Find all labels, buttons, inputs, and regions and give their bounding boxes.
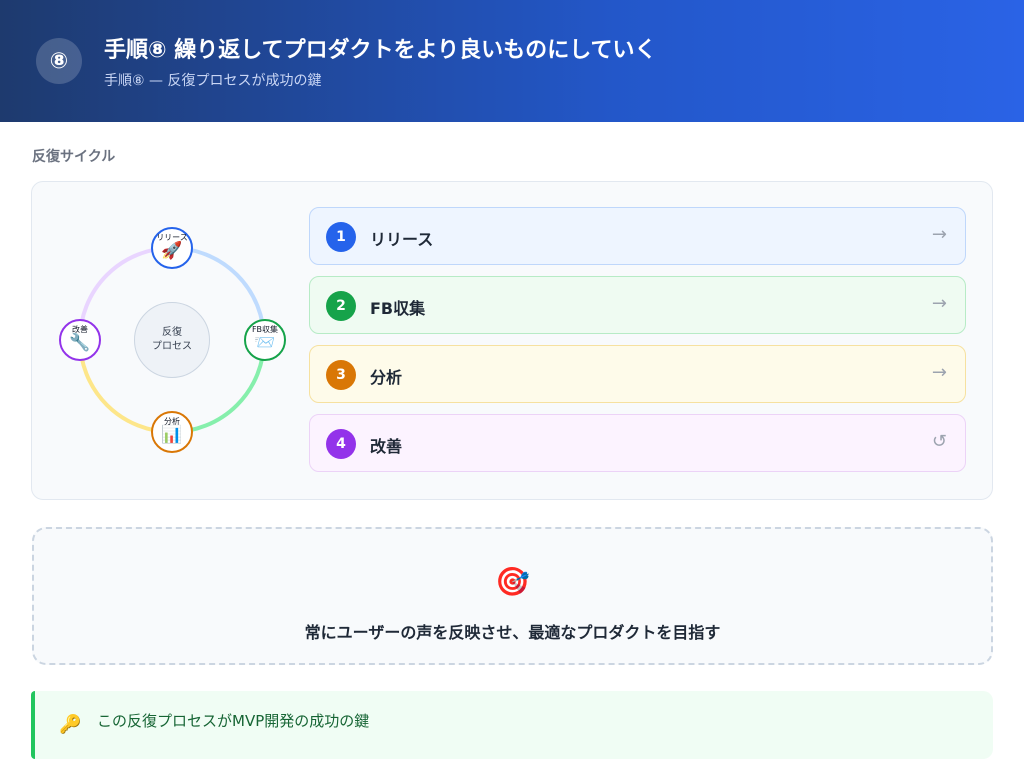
step-label: リリース bbox=[370, 230, 434, 249]
arrow-right-icon: → bbox=[931, 362, 947, 383]
goal-text: 常にユーザーの声を反映させ、最適なプロダクトを目指す bbox=[304, 623, 721, 642]
bar-chart-icon: 📊 bbox=[161, 425, 183, 445]
step-number: 2 bbox=[326, 291, 356, 321]
cycle-node-feedback: FB収集 📨 bbox=[244, 319, 286, 361]
step-number: 4 bbox=[326, 429, 356, 459]
arrow-right-icon: → bbox=[931, 224, 947, 245]
step-row-release: 1 リリース → bbox=[309, 207, 966, 265]
cycle-center: 反復 プロセス bbox=[134, 302, 210, 378]
step-number: 3 bbox=[326, 360, 356, 390]
goal-callout: 🎯 常にユーザーの声を反映させ、最適なプロダクトを目指す bbox=[32, 527, 993, 665]
step-label: FB収集 bbox=[370, 299, 426, 318]
step-label: 分析 bbox=[370, 368, 403, 387]
arrow-right-icon: → bbox=[931, 293, 947, 314]
header-banner: ⑧ 手順⑧ 繰り返してプロダクトをより良いものにしていく 手順⑧ — 反復プロセ… bbox=[0, 0, 1024, 122]
center-label-line2: プロセス bbox=[152, 341, 192, 352]
section-label: 反復サイクル bbox=[32, 149, 116, 165]
rocket-icon: 🚀 bbox=[161, 241, 183, 261]
cycle-node-analysis: 分析 📊 bbox=[151, 411, 193, 453]
step-number: 1 bbox=[326, 222, 356, 252]
node-label-improve: 改善 bbox=[72, 325, 88, 334]
node-label-analysis: 分析 bbox=[164, 417, 180, 426]
page-subtitle: 手順⑧ — 反復プロセスが成功の鍵 bbox=[104, 73, 322, 89]
step-number-badge: ⑧ bbox=[36, 38, 82, 84]
key-icon: 🔑 bbox=[59, 714, 82, 735]
step-row-improve: 4 改善 ↺ bbox=[309, 414, 966, 472]
step-label: 改善 bbox=[370, 437, 403, 456]
cycle-node-improve: 改善 🔧 bbox=[59, 319, 101, 361]
center-label-line1: 反復 bbox=[162, 327, 182, 338]
inbox-icon: 📨 bbox=[254, 333, 276, 353]
target-icon: 🎯 bbox=[495, 565, 530, 598]
step-row-feedback: 2 FB収集 → bbox=[309, 276, 966, 334]
node-label-release: リリース bbox=[156, 233, 188, 242]
cycle-node-release: リリース 🚀 bbox=[151, 227, 193, 269]
step-row-analysis: 3 分析 → bbox=[309, 345, 966, 403]
cycle-diagram: 反復 プロセス リリース 🚀 FB収集 📨 分析 📊 改善 🔧 bbox=[52, 220, 292, 460]
key-note-text: この反復プロセスがMVP開発の成功の鍵 bbox=[97, 712, 370, 730]
loop-arrow-icon: ↺ bbox=[931, 431, 947, 452]
wrench-icon: 🔧 bbox=[69, 333, 91, 353]
key-note: 🔑 この反復プロセスがMVP開発の成功の鍵 bbox=[31, 691, 993, 759]
page-title: 手順⑧ 繰り返してプロダクトをより良いものにしていく bbox=[104, 38, 657, 63]
node-label-feedback: FB収集 bbox=[251, 325, 279, 334]
